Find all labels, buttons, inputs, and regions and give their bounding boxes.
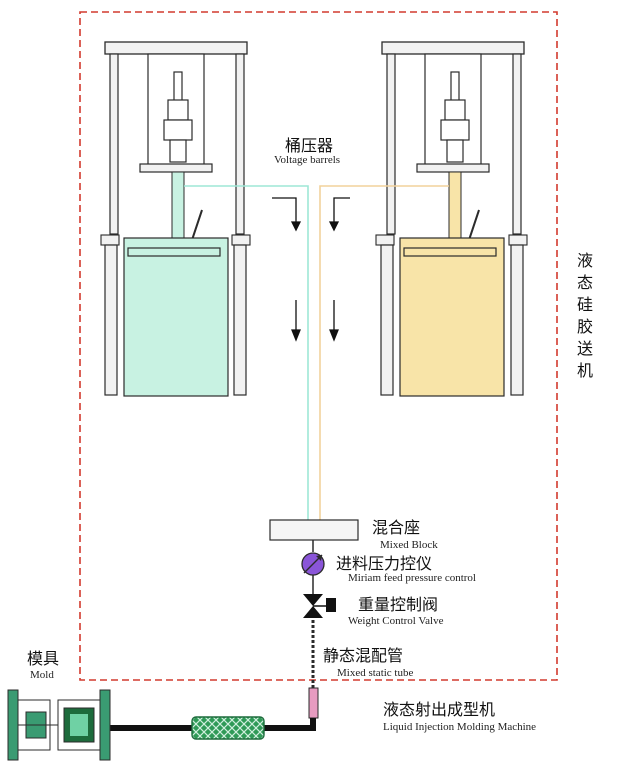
right-side-block-r	[508, 234, 528, 246]
mixed-block-en-label: Mixed Block	[380, 539, 438, 551]
voltage-barrels-en-label: Voltage barrels	[274, 154, 341, 166]
right-column-outer-left	[386, 53, 396, 235]
feed-pressure-en-label: Miriam feed pressure control	[348, 572, 476, 584]
left-piston-body	[163, 119, 193, 141]
arrow-down-icon	[329, 300, 339, 342]
mold-platen-right	[99, 689, 111, 761]
mold-cn-label: 模具	[27, 649, 60, 668]
right-outlet-pipe	[448, 171, 462, 239]
arrow-down-icon	[272, 197, 302, 232]
injection-hose	[264, 718, 316, 731]
left-piston-head	[167, 99, 189, 121]
feeder-char: 胶	[576, 317, 593, 336]
left-follower-plate	[127, 247, 221, 257]
left-barrel	[123, 237, 229, 397]
right-cross-plate	[416, 163, 490, 173]
mixed-block	[269, 519, 359, 541]
feeder-char: 硅	[576, 295, 593, 314]
left-piston-rod-top	[173, 71, 183, 103]
feeder-char: 液	[576, 251, 593, 270]
right-follower-plate	[403, 247, 497, 257]
right-leg-l	[380, 244, 394, 396]
left-barrel-pump	[100, 41, 251, 397]
left-column-outer-right	[235, 53, 245, 235]
left-piston-lower	[169, 139, 187, 163]
right-barrel-pump	[375, 41, 528, 397]
static-tube-en-label: Mixed static tube	[337, 667, 414, 679]
mixed-block-cn-label: 混合座	[372, 518, 421, 537]
voltage-barrels-cn-label: 桶压器	[285, 136, 334, 155]
weight-valve-cn-label: 重量控制阀	[358, 595, 439, 614]
weight-valve-en-label: Weight Control Valve	[348, 615, 444, 627]
arrow-down-icon	[291, 300, 301, 342]
mesh-mixer-tube	[191, 716, 265, 740]
mold	[7, 689, 111, 761]
pressure-gauge-icon	[301, 552, 325, 576]
feed-pressure-cn-label: 进料压力控仪	[336, 554, 433, 573]
static-mixer-tube	[308, 687, 319, 719]
right-barrel	[399, 237, 505, 397]
left-side-block-r	[231, 234, 251, 246]
mold-platen-left	[7, 689, 19, 761]
valve-icon	[303, 594, 336, 618]
left-side-block-l	[100, 234, 120, 246]
right-top-beam	[381, 41, 525, 55]
left-leg-r	[233, 244, 247, 396]
right-piston-body	[440, 119, 470, 141]
left-outlet-pipe	[171, 171, 185, 239]
arrow-down-icon	[328, 197, 350, 232]
right-piston-lower	[446, 139, 464, 163]
machine-en-label: Liquid Injection Molding Machine	[383, 721, 537, 733]
left-feed-line	[184, 185, 309, 520]
left-top-beam	[104, 41, 248, 55]
static-tube-cn-label: 静态混配管	[323, 646, 404, 665]
right-piston-head	[444, 99, 466, 121]
mold-en-label: Mold	[30, 669, 54, 681]
left-cross-plate	[139, 163, 213, 173]
left-column-outer-left	[109, 53, 119, 235]
right-piston-rod-top	[450, 71, 460, 103]
left-leg-l	[104, 244, 118, 396]
feeder-char: 态	[576, 273, 593, 292]
right-column-outer-right	[512, 53, 522, 235]
mold-cavity-inner	[70, 714, 88, 736]
right-side-block-l	[375, 234, 395, 246]
machine-cn-label: 液态射出成型机	[383, 700, 496, 719]
feeder-char: 机	[576, 361, 593, 380]
right-leg-r	[510, 244, 524, 396]
right-feed-line	[319, 185, 449, 520]
feeder-vertical-label: 液 态 硅 胶 送 机	[576, 250, 594, 382]
feeder-char: 送	[576, 339, 593, 358]
